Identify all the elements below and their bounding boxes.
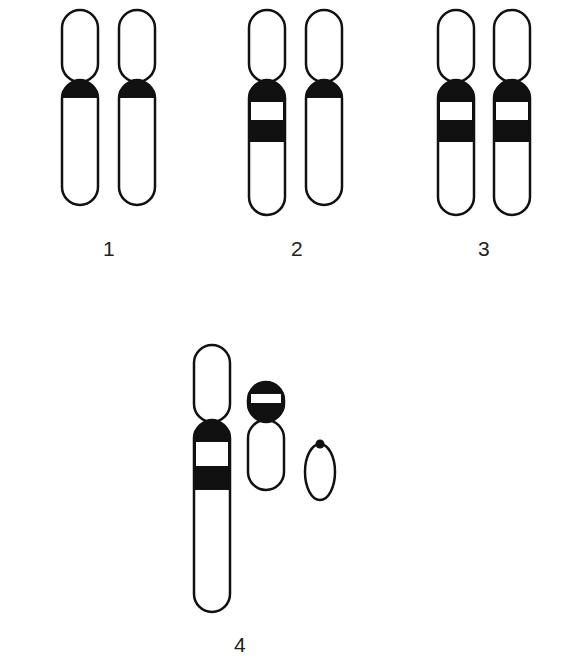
- ring-chromosome: [305, 440, 335, 501]
- chromosome: [194, 345, 230, 612]
- chromosome: [438, 10, 474, 215]
- panel-number: 3: [478, 238, 490, 259]
- chromosome: [119, 10, 155, 205]
- panel-number: 4: [234, 634, 246, 655]
- chromosome: [306, 10, 342, 205]
- chromosome: [494, 10, 530, 215]
- panel-number: 1: [103, 238, 115, 259]
- panel-number: 2: [291, 238, 303, 259]
- chromosome: [62, 10, 98, 205]
- chromosome: [248, 382, 284, 490]
- chromosome: [249, 10, 285, 215]
